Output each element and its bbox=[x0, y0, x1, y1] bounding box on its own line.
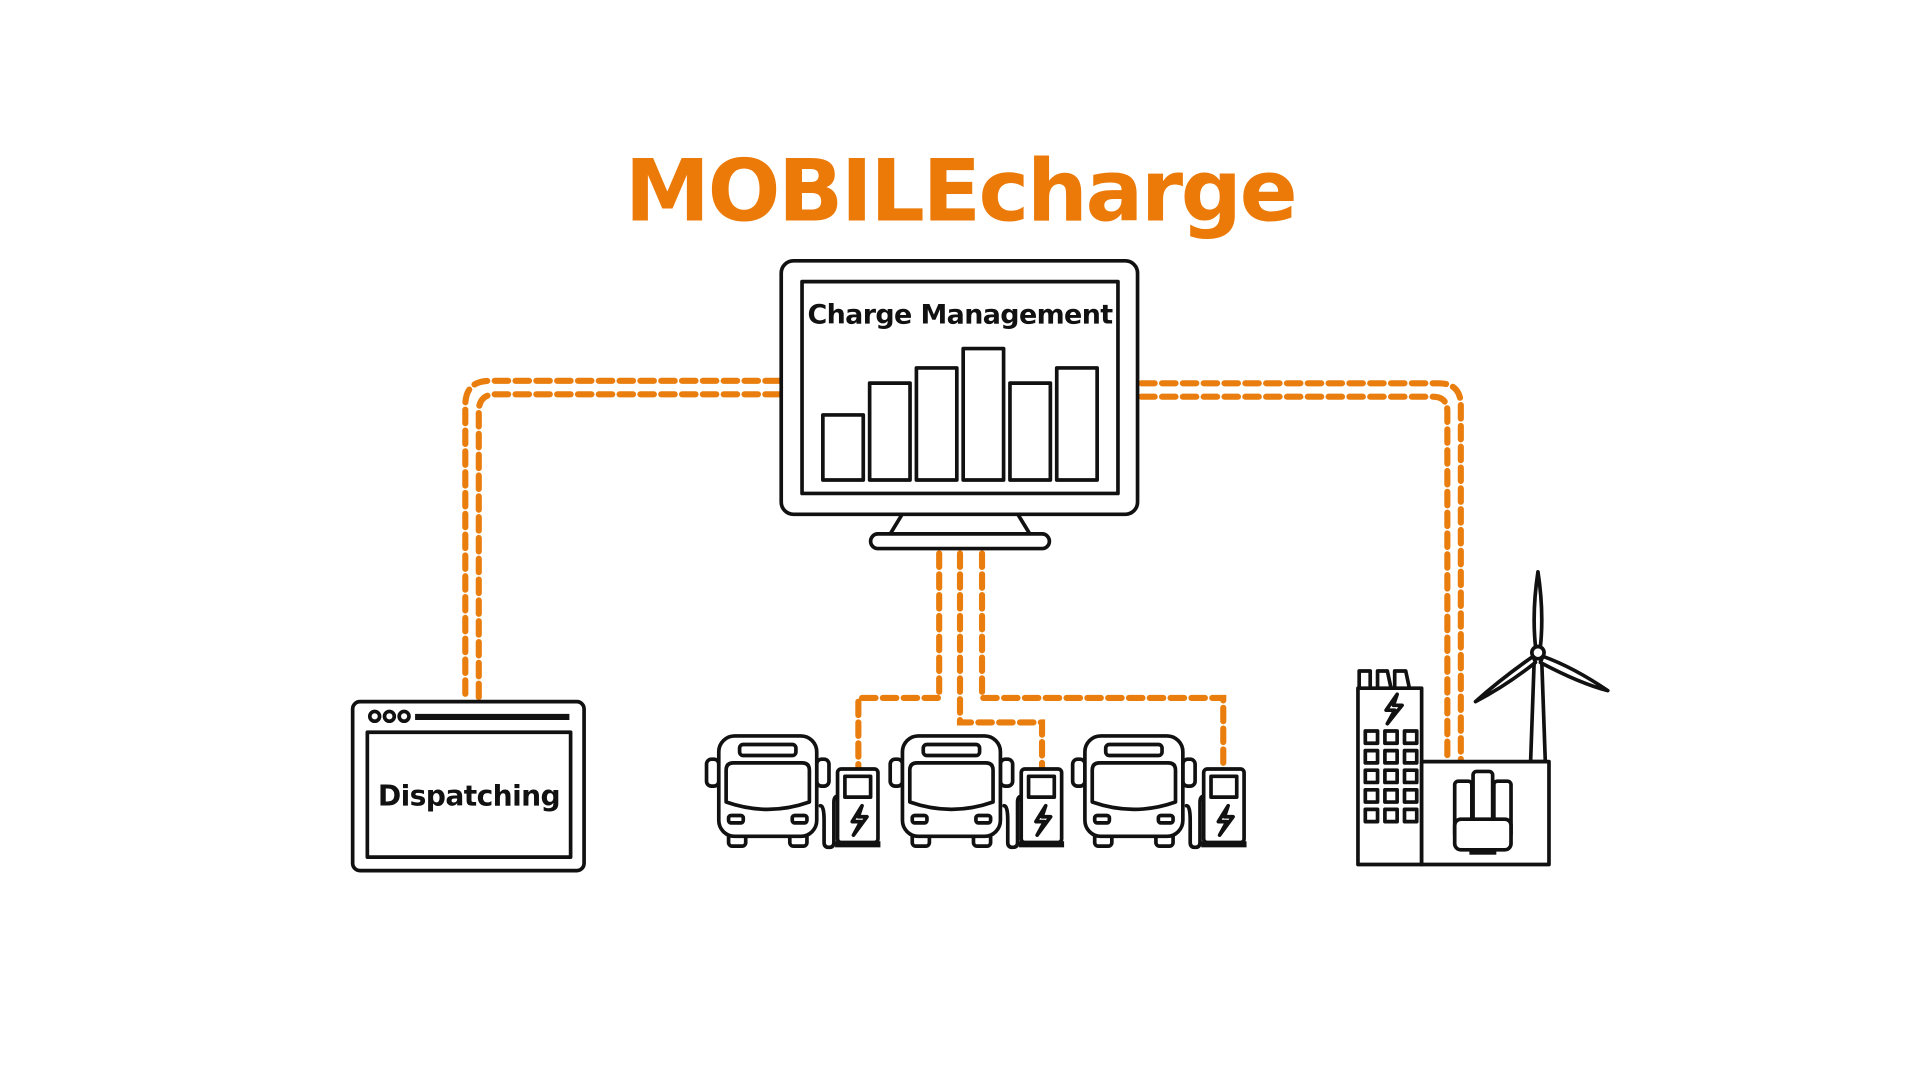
wind-turbine-icon bbox=[1473, 570, 1610, 764]
building-window bbox=[1402, 807, 1419, 824]
charge-management-monitor: Charge Management bbox=[779, 258, 1140, 551]
monitor-label: Charge Management bbox=[807, 299, 1113, 330]
window-dot-icon bbox=[367, 709, 382, 724]
chart-bar bbox=[821, 413, 866, 482]
building-window bbox=[1402, 748, 1419, 765]
window-dot-icon bbox=[397, 709, 411, 724]
chart-bar bbox=[961, 346, 1006, 482]
chart-bar bbox=[914, 366, 959, 482]
chart-bar bbox=[867, 381, 912, 482]
chart-bar bbox=[1054, 366, 1099, 482]
line-monitor-charger-1 bbox=[855, 550, 943, 775]
building-window bbox=[1363, 787, 1380, 804]
building-window bbox=[1402, 729, 1419, 746]
building-window bbox=[1363, 807, 1380, 824]
building-window bbox=[1363, 729, 1380, 746]
building-window bbox=[1383, 787, 1399, 804]
line-monitor-energy-inner bbox=[1138, 393, 1451, 763]
building-window bbox=[1402, 768, 1419, 785]
chart-bar bbox=[1008, 381, 1053, 482]
line-monitor-dispatching-inner bbox=[475, 391, 782, 702]
building-window bbox=[1402, 787, 1419, 804]
building-window bbox=[1383, 729, 1399, 746]
dispatching-label: Dispatching bbox=[378, 780, 560, 813]
bus-with-charger-1 bbox=[704, 734, 883, 850]
building-window bbox=[1383, 768, 1399, 785]
dispatching-window: Dispatching bbox=[350, 699, 586, 873]
line-monitor-energy-outer bbox=[1138, 380, 1464, 763]
title: MOBILEcharge bbox=[625, 141, 1296, 241]
building-window bbox=[1383, 748, 1399, 765]
energy-supply bbox=[1356, 570, 1610, 867]
power-plant-building-icon bbox=[1356, 669, 1551, 867]
bar-chart-icon bbox=[821, 346, 1099, 482]
line-monitor-charger-3 bbox=[978, 550, 1227, 775]
transformer-icon bbox=[1452, 769, 1513, 855]
window-dot-icon bbox=[382, 709, 397, 724]
line-monitor-charger-2 bbox=[956, 550, 1046, 775]
line-monitor-dispatching-outer bbox=[462, 377, 782, 702]
building-window bbox=[1363, 748, 1380, 765]
building-window bbox=[1363, 768, 1380, 785]
building-window bbox=[1383, 807, 1399, 824]
bus-with-charger-2 bbox=[888, 734, 1066, 850]
connection-lines bbox=[462, 377, 1464, 775]
